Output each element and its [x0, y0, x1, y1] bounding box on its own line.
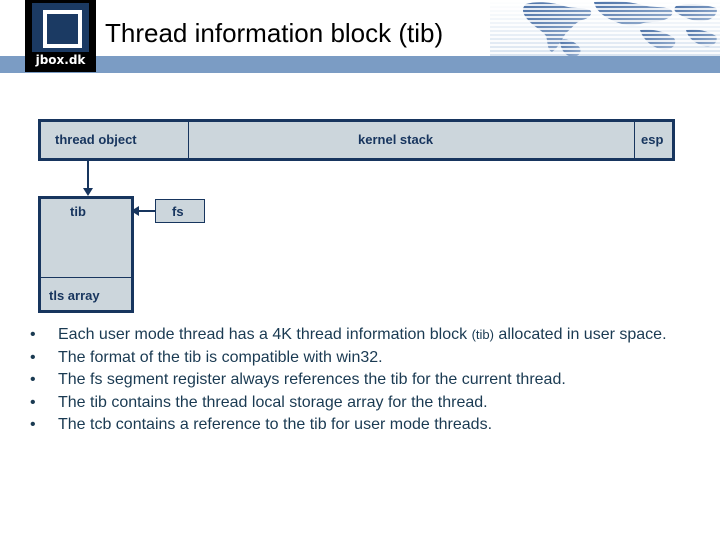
list-item-text: The tib contains the thread local storag…	[58, 393, 488, 411]
tls-array-label: tls array	[49, 288, 100, 303]
bullet-marker-icon: •	[30, 326, 36, 343]
list-item-text-small: (tib)	[471, 327, 494, 342]
fs-to-tib-arrow-head-icon	[131, 206, 139, 216]
logo-outer-square	[32, 3, 89, 52]
thread-object-to-tib-arrow-head-icon	[83, 188, 93, 196]
slide-header: jbox.dk Thread information block (tib)	[0, 0, 720, 73]
thread-object-to-tib-arrow-stem	[87, 161, 89, 191]
logo-inner-square	[51, 18, 74, 40]
bullet-marker-icon: •	[30, 416, 36, 433]
fs-to-tib-arrow-stem	[136, 210, 156, 212]
memory-layout-bar	[38, 119, 675, 161]
list-item-text: The tcb contains a reference to the tib …	[58, 416, 493, 433]
world-map-graphic	[490, 0, 720, 57]
jbox-logo: jbox.dk	[25, 0, 96, 72]
memory-bar-divider-2	[634, 122, 635, 158]
tib-tls-divider	[41, 277, 131, 278]
list-item: • The tcb contains a reference to the ti…	[26, 414, 686, 437]
fs-register-box	[155, 199, 205, 223]
page-title: Thread information block (tib)	[105, 18, 444, 48]
esp-label: esp	[641, 132, 664, 147]
thread-object-label: thread object	[55, 132, 137, 147]
fs-label: fs	[172, 204, 184, 219]
bullet-marker-icon: •	[30, 393, 36, 411]
bullet-marker-icon: •	[30, 348, 36, 366]
list-item-text: Each user mode thread has a 4K thread in…	[58, 326, 472, 343]
kernel-stack-label: kernel stack	[358, 132, 434, 147]
list-item-text-after: allocated in user space.	[493, 326, 667, 343]
list-item: • The tib contains the thread local stor…	[26, 392, 686, 415]
logo-white-frame	[43, 10, 82, 48]
list-item: • Each user mode thread has a 4K thread …	[26, 324, 686, 347]
list-item: • The fs segment register always referen…	[26, 369, 686, 392]
bullet-list: • Each user mode thread has a 4K thread …	[26, 324, 686, 437]
tib-label: tib	[70, 204, 86, 219]
logo-text: jbox.dk	[35, 53, 86, 67]
header-accent-bar	[0, 56, 720, 73]
list-item: • The format of the tib is compatible wi…	[26, 347, 686, 370]
list-item-text: The format of the tib is compatible with…	[58, 348, 383, 366]
bullet-marker-icon: •	[30, 371, 36, 388]
memory-bar-divider-1	[188, 122, 189, 158]
list-item-text: The fs segment register always reference…	[58, 371, 566, 388]
world-map-svg	[490, 0, 720, 57]
tib-block	[38, 196, 134, 313]
